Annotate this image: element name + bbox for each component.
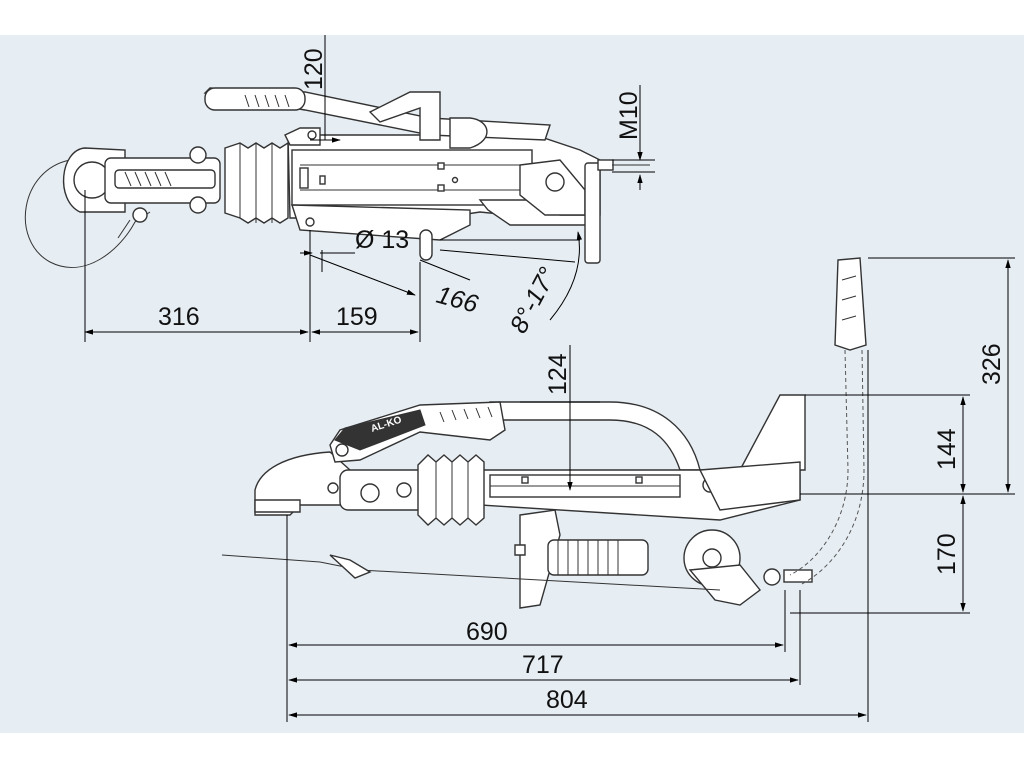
dim-159: 159 xyxy=(336,303,378,331)
dim-326: 326 xyxy=(978,343,1006,385)
side-view: AL-KO 124 xyxy=(221,257,1015,722)
dim-hole-diameter: Ø 13 xyxy=(355,226,409,254)
drawbar-tube xyxy=(489,401,701,471)
dim-166: 166 xyxy=(433,281,481,319)
bellows xyxy=(224,141,289,224)
drawing-canvas: 120 M10 Ø 13 166 8°-17° 316 159 xyxy=(0,35,1024,733)
folded-handle-outline xyxy=(789,257,867,586)
breakaway-cable xyxy=(24,159,151,268)
handbrake-lever xyxy=(203,87,551,149)
dim-804: 804 xyxy=(546,686,588,714)
dim-717: 717 xyxy=(522,651,564,679)
side-bellows xyxy=(417,454,485,526)
dim-m10: M10 xyxy=(615,91,643,140)
side-handbrake-lever: AL-KO xyxy=(329,401,506,463)
dim-angle: 8°-17° xyxy=(505,263,563,338)
dim-124: 124 xyxy=(544,353,572,395)
technical-drawing: 120 M10 Ø 13 166 8°-17° 316 159 xyxy=(24,35,1015,722)
dim-144: 144 xyxy=(933,428,961,470)
dim-316: 316 xyxy=(158,303,200,331)
dim-120: 120 xyxy=(300,48,328,90)
dim-170: 170 xyxy=(933,533,961,575)
top-view: 120 M10 Ø 13 166 8°-17° 316 159 xyxy=(24,35,655,342)
dim-690: 690 xyxy=(466,618,508,646)
